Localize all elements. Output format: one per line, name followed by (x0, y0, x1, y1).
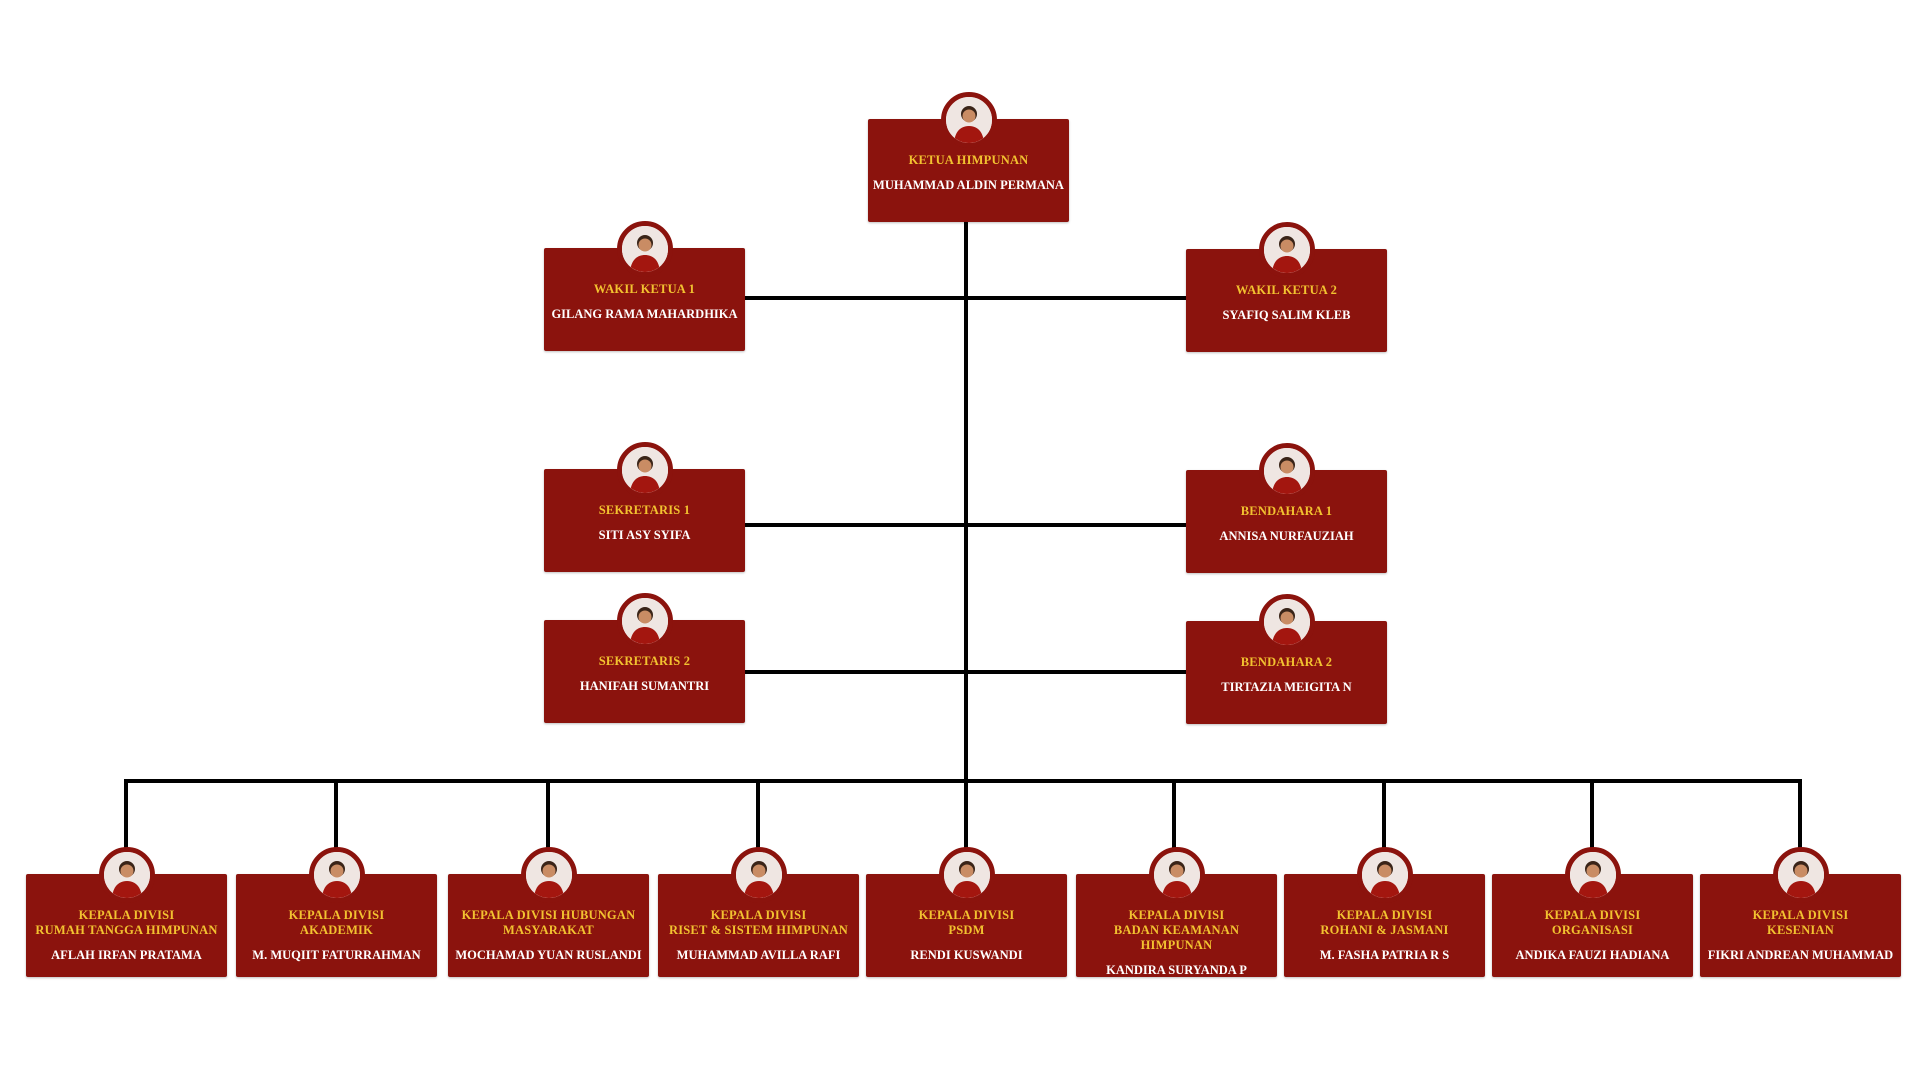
person-photo-icon (520, 847, 577, 903)
node-division-head: KEPALA DIVISI RISET & SISTEM HIMPUNAN MU… (658, 847, 859, 977)
division-label: ROHANI & JASMANI (1320, 923, 1449, 937)
node-sekretaris-1: SEKRETARIS 1 SITI ASY SYIFA (544, 442, 745, 572)
name-label: MUHAMMAD ALDIN PERMANA (873, 178, 1064, 192)
division-label: RUMAH TANGGA HIMPUNAN (35, 923, 218, 937)
role-label: BENDAHARA 1 (1240, 504, 1333, 518)
role-label: WAKIL KETUA 1 (593, 282, 696, 296)
person-photo-icon (730, 847, 787, 903)
role-label: KEPALA DIVISI (1128, 908, 1225, 922)
name-label: KANDIRA SURYANDA P (1106, 963, 1247, 977)
person-photo-icon (308, 847, 365, 903)
division-label: ORGANISASI (1551, 923, 1634, 937)
name-label: MOCHAMAD YUAN RUSLANDI (455, 948, 642, 962)
person-photo-icon (1148, 847, 1205, 903)
person-photo-icon (1258, 594, 1315, 650)
role-label: SEKRETARIS 2 (598, 654, 691, 668)
name-label: SITI ASY SYIFA (598, 528, 691, 542)
person-photo-icon (940, 92, 997, 148)
person-photo-icon (1258, 443, 1315, 499)
person-photo-icon (616, 221, 673, 277)
person-photo-icon (1356, 847, 1413, 903)
person-photo-icon (98, 847, 155, 903)
node-division-head: KEPALA DIVISI AKADEMIK M. MUQIIT FATURRA… (236, 847, 437, 977)
division-label: PSDM (948, 923, 985, 937)
name-label: ANDIKA FAUZI HADIANA (1515, 948, 1670, 962)
person-photo-icon (1258, 222, 1315, 278)
node-wakil-ketua-2: WAKIL KETUA 2 SYAFIQ SALIM KLEB (1186, 222, 1387, 352)
node-division-head: KEPALA DIVISI BADAN KEAMANAN HIMPUNAN KA… (1076, 847, 1277, 977)
node-division-head: KEPALA DIVISI ORGANISASI ANDIKA FAUZI HA… (1492, 847, 1693, 977)
division-label: AKADEMIK (299, 923, 374, 937)
role-label: KEPALA DIVISI (710, 908, 807, 922)
person-photo-icon (1772, 847, 1829, 903)
role-label: WAKIL KETUA 2 (1235, 283, 1338, 297)
node-division-head: KEPALA DIVISI RUMAH TANGGA HIMPUNAN AFLA… (26, 847, 227, 977)
node-division-head: KEPALA DIVISI PSDM RENDI KUSWANDI (866, 847, 1067, 977)
node-ketua-himpunan: KETUA HIMPUNAN MUHAMMAD ALDIN PERMANA (868, 92, 1069, 222)
node-sekretaris-2: SEKRETARIS 2 HANIFAH SUMANTRI (544, 593, 745, 723)
node-division-head: KEPALA DIVISI HUBUNGAN MASYARAKAT MOCHAM… (448, 847, 649, 977)
name-label: M. MUQIIT FATURRAHMAN (252, 948, 421, 962)
person-photo-icon (616, 442, 673, 498)
name-label: AFLAH IRFAN PRATAMA (51, 948, 202, 962)
role-label: BENDAHARA 2 (1240, 655, 1333, 669)
division-label: MASYARAKAT (503, 923, 594, 937)
role-label: KETUA HIMPUNAN (908, 153, 1029, 167)
role-label: KEPALA DIVISI (918, 908, 1015, 922)
name-label: FIKRI ANDREAN MUHAMMAD (1707, 948, 1894, 962)
node-division-head: KEPALA DIVISI KESENIAN FIKRI ANDREAN MUH… (1700, 847, 1901, 977)
person-photo-icon (938, 847, 995, 903)
node-bendahara-2: BENDAHARA 2 TIRTAZIA MEIGITA N (1186, 594, 1387, 724)
person-photo-icon (1564, 847, 1621, 903)
name-label: M. FASHA PATRIA R S (1319, 948, 1450, 962)
role-label: KEPALA DIVISI (1336, 908, 1433, 922)
role-label: KEPALA DIVISI (1544, 908, 1641, 922)
name-label: SYAFIQ SALIM KLEB (1222, 308, 1351, 322)
node-wakil-ketua-1: WAKIL KETUA 1 GILANG RAMA MAHARDHIKA (544, 221, 745, 351)
name-label: RENDI KUSWANDI (910, 948, 1023, 962)
name-label: TIRTAZIA MEIGITA N (1221, 680, 1352, 694)
name-label: MUHAMMAD AVILLA RAFI (676, 948, 841, 962)
name-label: ANNISA NURFAUZIAH (1219, 529, 1354, 543)
division-label: RISET & SISTEM HIMPUNAN (668, 923, 849, 937)
role-label: KEPALA DIVISI (1752, 908, 1849, 922)
person-photo-icon (616, 593, 673, 649)
division-label: BADAN KEAMANAN HIMPUNAN (1113, 923, 1240, 952)
node-division-head: KEPALA DIVISI ROHANI & JASMANI M. FASHA … (1284, 847, 1485, 977)
division-label: KESENIAN (1767, 923, 1834, 937)
name-label: GILANG RAMA MAHARDHIKA (551, 307, 738, 321)
role-label: KEPALA DIVISI HUBUNGAN (461, 908, 636, 922)
node-bendahara-1: BENDAHARA 1 ANNISA NURFAUZIAH (1186, 443, 1387, 573)
role-label: SEKRETARIS 1 (598, 503, 691, 517)
name-label: HANIFAH SUMANTRI (579, 679, 710, 693)
role-label: KEPALA DIVISI (78, 908, 175, 922)
role-label: KEPALA DIVISI (288, 908, 385, 922)
